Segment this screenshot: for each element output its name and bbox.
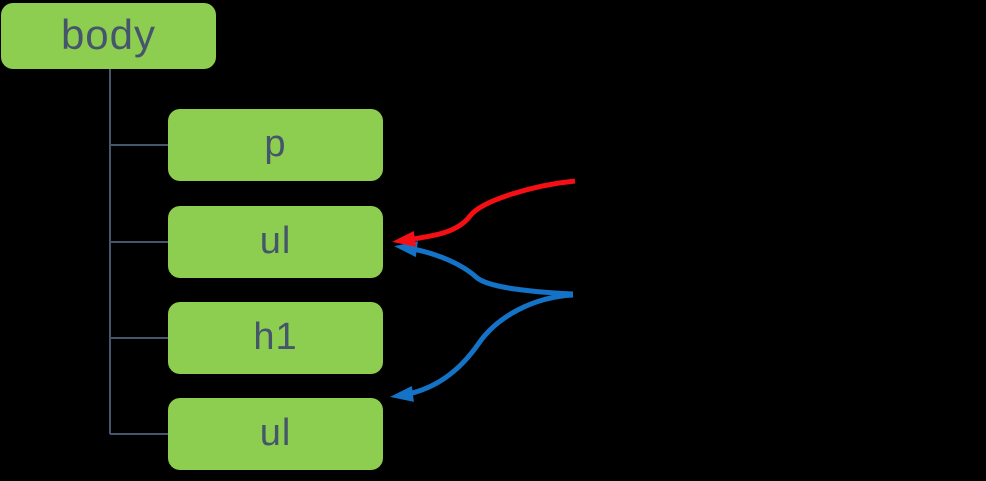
blue-arrow-lower-branch <box>390 292 574 402</box>
tree-node-body: body <box>1 3 216 69</box>
tree-node-h1: h1 <box>168 302 383 374</box>
tree-node-ul-last: ul <box>168 398 383 470</box>
red-arrow <box>392 178 576 247</box>
tree-node-ul-first: ul <box>168 206 383 278</box>
tree-node-p: p <box>168 109 383 181</box>
blue-arrow-upper-branch <box>394 241 574 297</box>
